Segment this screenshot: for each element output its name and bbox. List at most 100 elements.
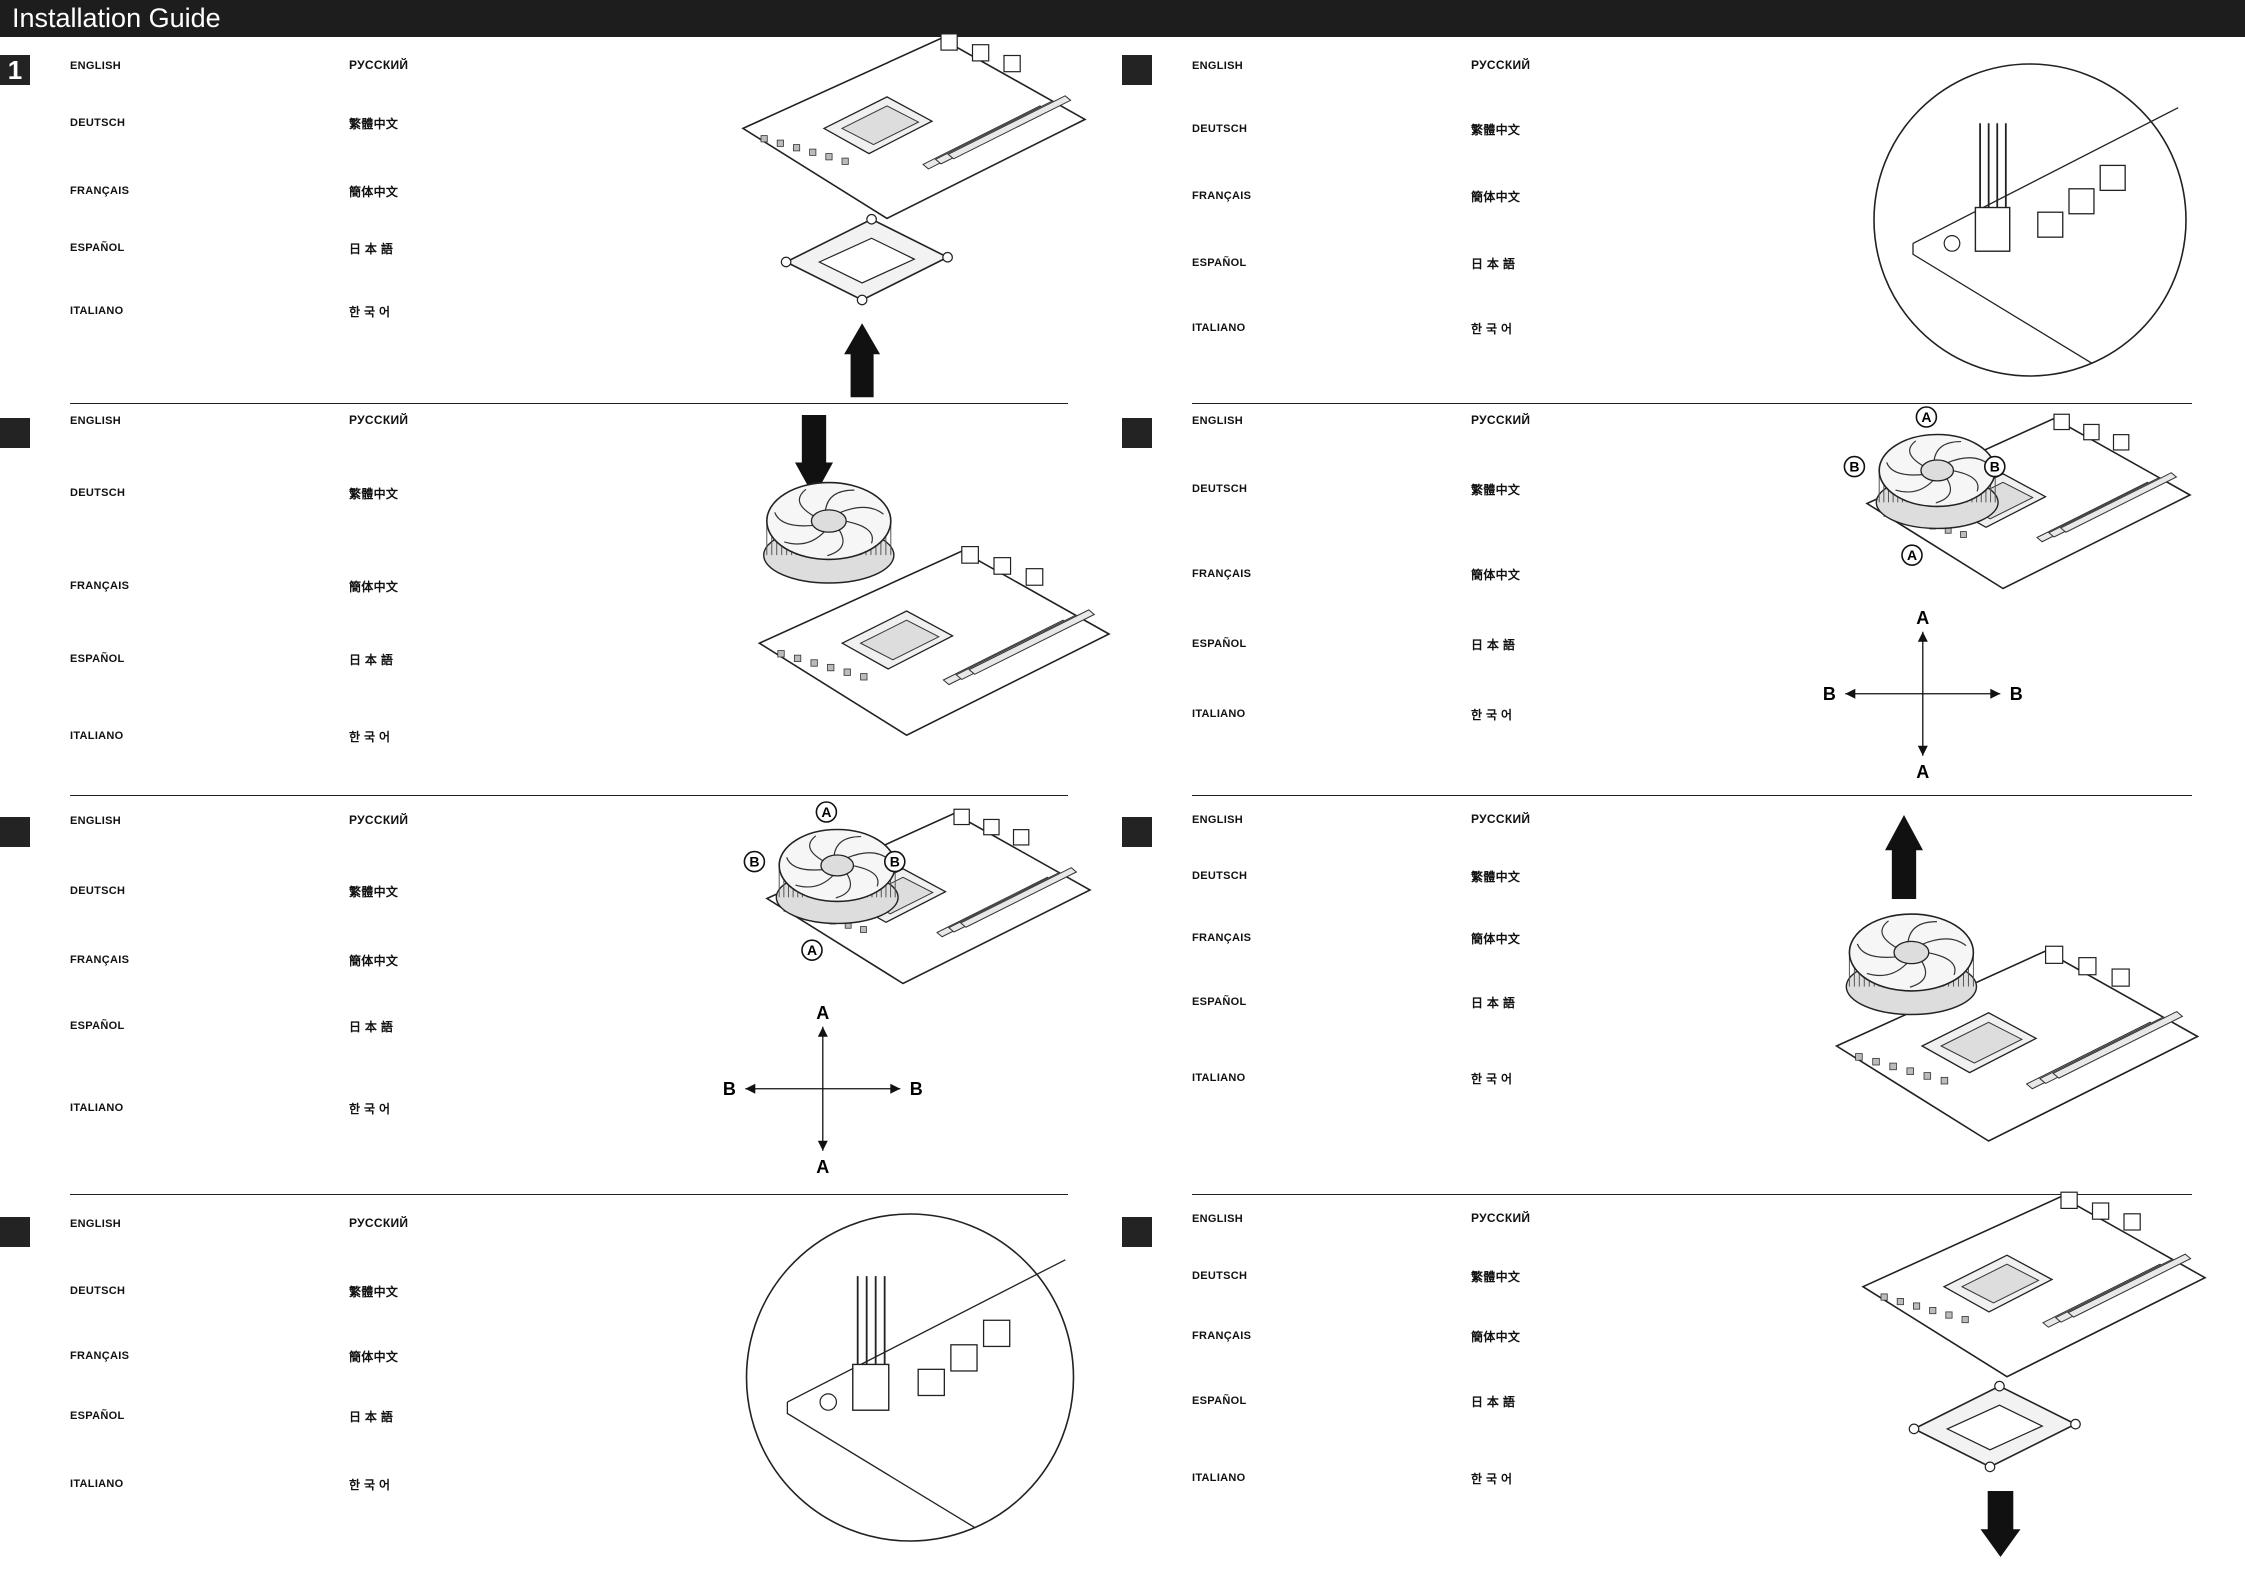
fan-blade: [784, 530, 826, 545]
io-port: [1025, 568, 1044, 586]
language-label-alt: 簡体中文: [1471, 932, 1521, 946]
mounting-hole: [1943, 234, 1961, 252]
board-edge: [1912, 107, 2179, 244]
fan-blade: [1881, 920, 1898, 949]
fan-blade: [786, 857, 825, 871]
illustration-backplate-removal: [741, 33, 1087, 398]
capacitor: [1923, 1072, 1932, 1080]
language-label-français: FRANÇAIS: [70, 1350, 130, 1362]
fan-hub: [1920, 459, 1955, 482]
io-port: [961, 546, 979, 564]
fan-blade: [844, 520, 873, 544]
language-label-italiano: ITALIANO: [1192, 1472, 1246, 1484]
io-port: [2078, 957, 2097, 976]
capacitor: [841, 157, 849, 165]
step-badge: [1122, 817, 1152, 847]
step-badge: [0, 817, 30, 847]
fan-blade: [835, 872, 852, 899]
language-label-alt: 繁體中文: [349, 487, 399, 501]
capacitor: [760, 135, 768, 143]
language-label-alt: 繁體中文: [1471, 483, 1521, 497]
capacitor: [860, 926, 867, 933]
fan-blade: [1951, 469, 1979, 492]
marker-circle: [1901, 544, 1923, 566]
axis-arrowhead: [817, 1140, 828, 1151]
io-port: [2053, 413, 2070, 431]
marker-letter: A: [807, 942, 817, 958]
capacitor: [793, 144, 801, 152]
language-label-alt: 한 국 어: [1471, 1472, 1513, 1486]
language-label-english: ENGLISH: [1192, 1213, 1243, 1225]
io-port: [993, 557, 1012, 575]
capacitor: [1880, 1293, 1888, 1301]
screw-hole: [1908, 1423, 1920, 1435]
screw-hole: [1994, 1380, 2005, 1392]
language-label-alt: 簡体中文: [349, 954, 399, 968]
language-label-alt: 한 국 어: [1471, 1072, 1513, 1086]
language-label-alt: РУССКИЙ: [1471, 812, 1531, 826]
capacitor: [825, 153, 833, 161]
language-label-italiano: ITALIANO: [70, 1102, 124, 1114]
language-label-français: FRANÇAIS: [1192, 190, 1252, 202]
step-badge: [1122, 55, 1152, 85]
section-divider: [70, 403, 1068, 404]
screw-hole: [1984, 1461, 1996, 1473]
screw-hole: [856, 294, 868, 306]
language-label-deutsch: DEUTSCH: [1192, 123, 1248, 135]
memory-slot: [947, 95, 1072, 160]
capacitor: [860, 673, 868, 681]
language-label-français: FRANÇAIS: [70, 580, 130, 592]
marker-circle: [815, 801, 838, 823]
language-label-italiano: ITALIANO: [1192, 1072, 1246, 1084]
language-label-español: ESPAÑOL: [1192, 257, 1247, 269]
language-label-alt: 한 국 어: [1471, 708, 1513, 722]
fan-blade: [1856, 943, 1898, 958]
board-component: [2037, 211, 2064, 238]
lower-arrow-down: [1980, 1491, 2021, 1557]
language-label-alt: 繁體中文: [349, 885, 399, 899]
language-label-español: ESPAÑOL: [1192, 638, 1247, 650]
fan-hub: [810, 509, 847, 533]
fan-blade: [827, 528, 844, 557]
axis-label-b: B: [910, 1079, 923, 1099]
io-port: [983, 818, 1000, 836]
capacitor: [809, 148, 817, 156]
language-label-alt: 日 本 語: [349, 653, 394, 667]
capacitor: [1906, 1067, 1914, 1075]
step-badge: [0, 418, 30, 448]
fan-blade: [1866, 961, 1909, 977]
capacitor: [777, 650, 785, 658]
axis-arrowhead: [1917, 745, 1928, 756]
language-label-alt: 日 本 語: [349, 1410, 394, 1424]
fan-blade: [824, 489, 855, 512]
capacitor: [827, 663, 835, 672]
capacitor: [1945, 1311, 1953, 1319]
language-label-alt: 한 국 어: [1471, 322, 1513, 336]
cpu-chip: [1960, 1263, 2040, 1304]
fan-blade: [1909, 440, 1925, 467]
language-label-español: ESPAÑOL: [70, 1410, 125, 1422]
memory-slot: [2067, 1253, 2192, 1318]
zoom-circle: [1873, 63, 2187, 377]
memory-slot: [968, 609, 1096, 675]
language-label-alt: 日 本 語: [1471, 257, 1516, 271]
illustration-fan-cable-connector: [1873, 63, 2187, 377]
capacitor: [1961, 1316, 1969, 1324]
language-label-alt: 한 국 어: [349, 1102, 391, 1116]
fan-header: [852, 1363, 890, 1411]
fan-blade: [1920, 938, 1967, 947]
language-label-alt: 簡体中文: [1471, 568, 1521, 582]
language-label-alt: 繁體中文: [1471, 123, 1521, 137]
capacitor: [1929, 1307, 1937, 1315]
language-label-english: ENGLISH: [70, 815, 121, 827]
io-port: [971, 44, 990, 62]
section-divider: [1192, 403, 2192, 404]
capacitor: [843, 668, 851, 676]
backplate-cutout: [817, 237, 916, 284]
fan-blade: [1886, 462, 1925, 476]
language-label-alt: 繁體中文: [1471, 870, 1521, 884]
capacitor: [1960, 531, 1967, 538]
language-label-alt: 한 국 어: [349, 305, 391, 319]
language-label-alt: РУССКИЙ: [349, 1216, 409, 1230]
illustration-cooler-placement: [757, 415, 1111, 737]
